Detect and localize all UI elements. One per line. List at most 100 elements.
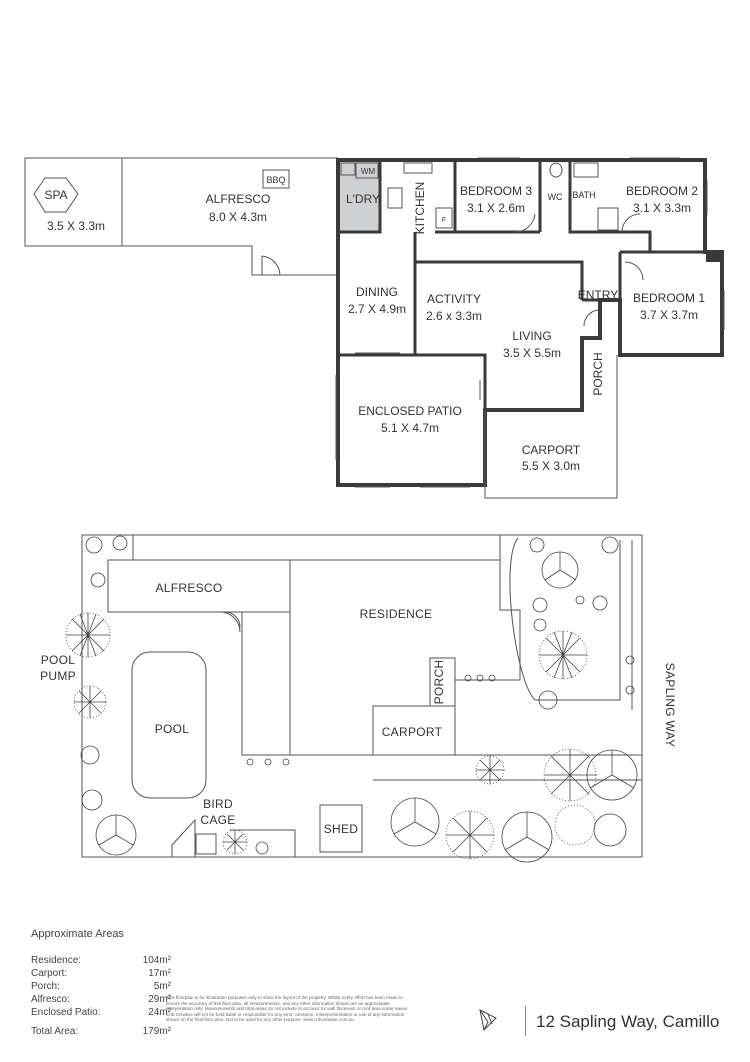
small-shrub-icon: [81, 789, 103, 811]
areas-title: Approximate Areas: [31, 928, 124, 940]
site-label-pool-pump-1: POOL: [41, 653, 76, 667]
shrub-icon: [543, 748, 597, 802]
palm-tree-icon: [538, 630, 588, 680]
areas-row: Carport:17m²: [31, 967, 171, 980]
areas-label: Alfresco:: [31, 994, 70, 1005]
landscape-trees: [65, 535, 638, 863]
bird-cage-outline: [171, 818, 196, 857]
areas-label: Porch:: [31, 981, 60, 992]
site-label-residence: RESIDENCE: [360, 607, 433, 621]
site-plan: ALFRESCO RESIDENCE POOL PUMP POOL PORCH …: [40, 534, 677, 863]
room-dining-dims: 2.7 X 4.9m: [348, 302, 406, 316]
shrub-icon: [586, 749, 638, 801]
room-enclosed-patio-name: ENCLOSED PATIO: [358, 404, 462, 418]
palm-tree-icon: [445, 810, 495, 860]
areas-value: 104m²: [142, 955, 171, 966]
shrub-icon: [501, 811, 553, 863]
site-label-porch: PORCH: [432, 660, 446, 705]
shrub-icon: [541, 551, 579, 589]
pool-shape: [131, 651, 207, 799]
front-strip: [132, 535, 501, 561]
laundry-fill: [340, 162, 380, 232]
room-carport-name: CARPORT: [522, 443, 581, 457]
areas-row: Alfresco: 29m²: [31, 993, 171, 1006]
vanity: [573, 162, 599, 178]
site-label-bird-cage-2: CAGE: [200, 813, 235, 827]
areas-value: 29m²: [148, 994, 171, 1005]
areas-value: 24m²: [148, 1007, 171, 1018]
areas-label: Carport:: [31, 968, 68, 979]
carport-outline: [484, 355, 618, 499]
small-shrub-icon: [80, 745, 100, 765]
small-shrub-icon: [532, 597, 548, 613]
small-shrub-icon: [85, 536, 103, 554]
corner-post: [706, 252, 722, 262]
bbq-unit: [262, 169, 290, 189]
site-label-alfresco: ALFRESCO: [155, 581, 222, 595]
small-shrub-icon: [625, 685, 635, 695]
small-shrub-icon: [488, 674, 496, 682]
areas-total-value: 179m²: [142, 1026, 171, 1037]
washing-machine: [355, 162, 379, 179]
small-shrub-icon: [601, 536, 619, 554]
room-bedroom1-name: BEDROOM 1: [633, 291, 705, 305]
alfresco-curve: [219, 611, 241, 633]
room-porch-name: PORCH: [591, 352, 605, 395]
kitchen-sink: [403, 162, 433, 174]
room-fridge-name: F: [442, 217, 446, 224]
areas-row: Residence:104m²: [31, 954, 171, 967]
room-kitchen-name: KITCHEN: [413, 182, 427, 235]
room-alfresco-name: ALFRESCO: [206, 192, 271, 206]
palm-tree-icon: [222, 829, 248, 855]
small-shrub-icon: [592, 595, 608, 611]
approximate-areas: Approximate Areas Residence:104m² Carpor…: [31, 928, 171, 1038]
room-bedroom2-name: BEDROOM 2: [626, 184, 698, 198]
room-wm-name: WM: [361, 167, 376, 176]
driveway-curve: [509, 537, 621, 701]
disclaimer-text: This floorplan is for illustration purpo…: [166, 995, 409, 1023]
toilet: [549, 162, 563, 178]
alfresco-area: [121, 157, 338, 276]
room-dining-name: DINING: [356, 285, 398, 299]
shrub-icon: [554, 804, 596, 846]
site-boundary: [81, 534, 643, 858]
site-label-pool-pump-2: PUMP: [40, 669, 76, 683]
room-laundry-name: L'DRY: [346, 192, 380, 206]
room-bbq-name: BBQ: [266, 175, 285, 185]
room-spa-dims: 3.5 X 3.3m: [47, 219, 105, 233]
room-activity-name: ACTIVITY: [427, 292, 481, 306]
windows: [335, 157, 725, 488]
room-spa-name: SPA: [44, 188, 67, 202]
laundry-trough: [340, 162, 356, 176]
fridge-space: [435, 207, 453, 229]
site-shed: [319, 804, 363, 853]
footer-divider: [525, 1006, 526, 1036]
palm-tree-icon: [65, 612, 111, 658]
north-arrow-icon: [479, 1009, 497, 1032]
floor-plan: SPA 3.5 X 3.3m ALFRESCO 8.0 X 4.3m BBQ W…: [24, 157, 725, 499]
areas-value: 5m²: [153, 981, 171, 992]
palm-tree-icon: [475, 755, 505, 785]
room-enclosed-patio-dims: 5.1 X 4.7m: [381, 421, 439, 435]
site-label-shed: SHED: [324, 822, 359, 836]
small-shrub-icon: [282, 758, 290, 766]
areas-row: Enclosed Patio:24m²: [31, 1006, 171, 1019]
small-shrub-icon: [464, 674, 472, 682]
bedroom1-door-swing: [624, 261, 644, 281]
small-shrub-icon: [529, 537, 545, 553]
room-bath-name: BATH: [572, 190, 595, 200]
room-bedroom2-dims: 3.1 X 3.3m: [633, 201, 691, 215]
areas-total-row: Total Area: 179m²: [31, 1025, 171, 1038]
small-shrub-icon: [246, 758, 254, 766]
small-shrub-icon: [264, 758, 272, 766]
site-residence-wing: [241, 611, 291, 756]
room-carport-dims: 5.5 X 3.0m: [522, 459, 580, 473]
site-label-street: SAPLING WAY: [663, 663, 677, 748]
entry-door-swing: [583, 309, 599, 327]
room-living-dims: 3.5 X 5.5m: [503, 346, 561, 360]
small-shrub-icon: [90, 572, 106, 588]
areas-total-label: Total Area:: [31, 1026, 79, 1037]
bath-door-swing: [621, 213, 641, 233]
garden-bed: [230, 829, 296, 857]
